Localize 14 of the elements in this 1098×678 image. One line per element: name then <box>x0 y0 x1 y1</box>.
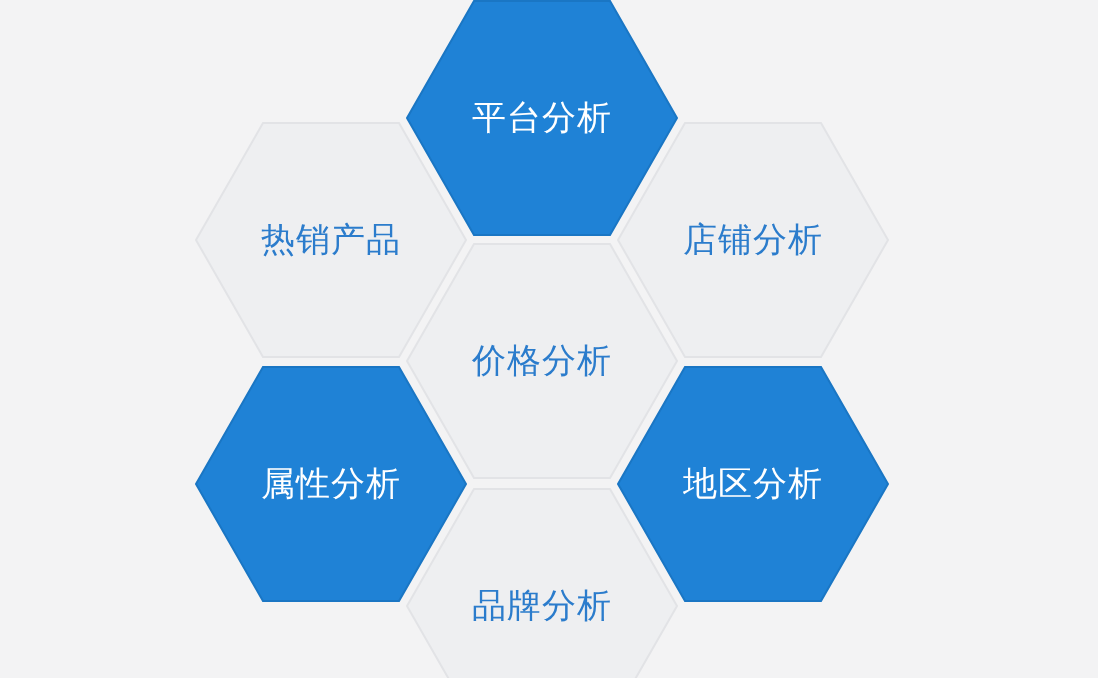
hexagon-tile <box>617 122 889 358</box>
tile-label: 品牌分析 <box>471 584 613 627</box>
hexagon-tile <box>617 366 889 602</box>
tile-label: 平台分析 <box>471 96 613 139</box>
hexagon-tile <box>406 0 678 236</box>
tile-label: 热销产品 <box>260 218 402 261</box>
hexagon-tile <box>406 488 678 678</box>
tile-label: 属性分析 <box>260 462 402 505</box>
hexagon-tile <box>195 366 467 602</box>
hexagon-tile <box>195 122 467 358</box>
hexagon-tile <box>406 243 678 479</box>
tile-label: 地区分析 <box>682 462 824 505</box>
tile-label: 店铺分析 <box>682 218 824 261</box>
tile-label: 价格分析 <box>471 339 613 382</box>
